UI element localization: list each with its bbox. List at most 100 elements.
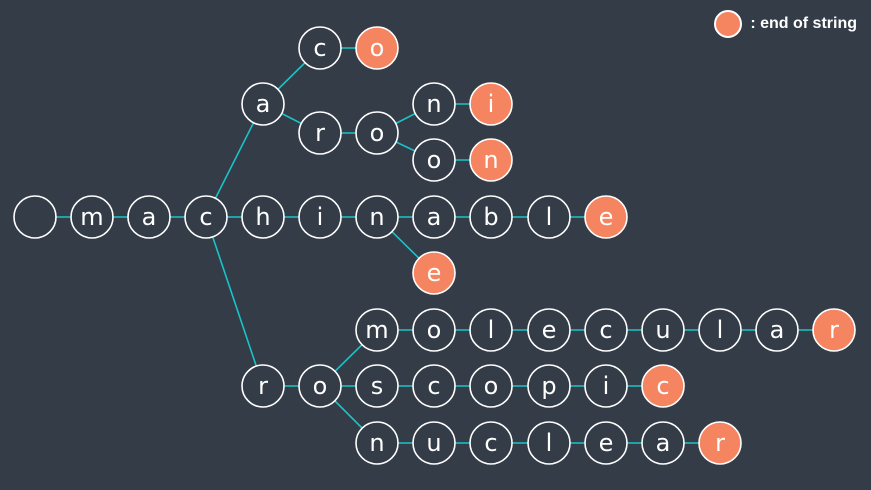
trie-node-macromo: o [412,308,456,352]
node-char: l [488,316,495,344]
trie-node-macha: a [241,82,285,126]
node-char: c [599,316,612,344]
node-char: r [258,372,268,400]
node-circle [584,195,628,239]
node-circle [355,195,399,239]
node-circle [298,26,342,70]
node-circle [355,364,399,408]
node-char: o [370,34,385,62]
node-circle [355,421,399,465]
node-char: o [427,316,442,344]
trie-node-end-machaco: o [355,26,399,70]
node-circle [469,138,513,182]
trie-node-machac: c [298,26,342,70]
node-char: i [488,90,495,118]
node-circle [412,82,456,126]
node-circle [241,195,285,239]
node-circle [298,364,342,408]
node-circle [812,308,856,352]
node-circle [298,111,342,155]
trie-node-macronuclea: a [641,421,685,465]
trie-node-macronuc: c [469,421,513,465]
node-char: c [199,203,212,231]
node-circle [298,195,342,239]
trie-node-macromolecul: l [698,308,742,352]
node-char: c [656,372,669,400]
node-circle [698,308,742,352]
trie-node-macros: s [355,364,399,408]
node-char: l [546,203,553,231]
node-circle [527,421,571,465]
node-circle [241,82,285,126]
trie-node-macrosc: c [412,364,456,408]
node-char: a [656,429,671,457]
trie-node-mac: c [184,195,228,239]
node-circle [469,421,513,465]
trie-node-end-macronuclear: r [698,421,742,465]
node-circle [469,308,513,352]
trie-node-macr: r [241,364,285,408]
trie-node-macharoo: o [412,138,456,182]
trie-node-macronucle: e [584,421,628,465]
node-circle [13,195,57,239]
edge-mac-macr [205,216,264,387]
node-circle [412,251,456,295]
trie-node-end-macharoon: n [469,138,513,182]
node-char: r [829,316,839,344]
node-circle [70,195,114,239]
node-char: b [483,203,498,231]
node-char: p [541,372,556,400]
node-char: u [655,316,670,344]
node-circle [527,195,571,239]
trie-node-macroscopi: i [584,364,628,408]
node-char: l [546,429,553,457]
node-char: m [80,203,103,231]
trie-node-macrom: m [355,308,399,352]
node-char: n [426,90,441,118]
node-circle [584,308,628,352]
node-circle [412,308,456,352]
node-char: n [369,429,384,457]
trie-node-end-machinable: e [584,195,628,239]
node-circle [584,364,628,408]
end-of-string-marker [714,10,743,38]
trie-node-macro: o [298,364,342,408]
node-circle [641,421,685,465]
node-char: a [256,90,271,118]
node-char: c [427,372,440,400]
node-char: e [599,203,614,231]
trie-node-mach: h [241,195,285,239]
node-char: e [427,259,442,287]
trie-node-machin: n [355,195,399,239]
node-circle [755,308,799,352]
trie-node-machar: r [298,111,342,155]
trie-node-macroscop: p [527,364,571,408]
node-circle [584,421,628,465]
trie-node-macronucl: l [527,421,571,465]
node-char: i [317,203,324,231]
trie-node-macrosco: o [469,364,513,408]
node-char: n [483,146,498,174]
trie-node-m: m [70,195,114,239]
trie-node-end-macroscopic: c [641,364,685,408]
node-char: l [717,316,724,344]
node-char: r [715,429,725,457]
node-circle [412,364,456,408]
node-circle [184,195,228,239]
node-char: n [369,203,384,231]
node-circle [355,308,399,352]
trie-node-root [13,195,57,239]
trie-node-macromolecula: a [755,308,799,352]
node-char: u [426,429,441,457]
node-char: a [142,203,157,231]
node-circle [641,308,685,352]
trie-node-ma: a [127,195,171,239]
node-circle [241,364,285,408]
node-circle [412,421,456,465]
node-char: m [365,316,388,344]
node-circle [527,308,571,352]
trie-node-macromol: l [469,308,513,352]
trie-node-machinab: b [469,195,513,239]
